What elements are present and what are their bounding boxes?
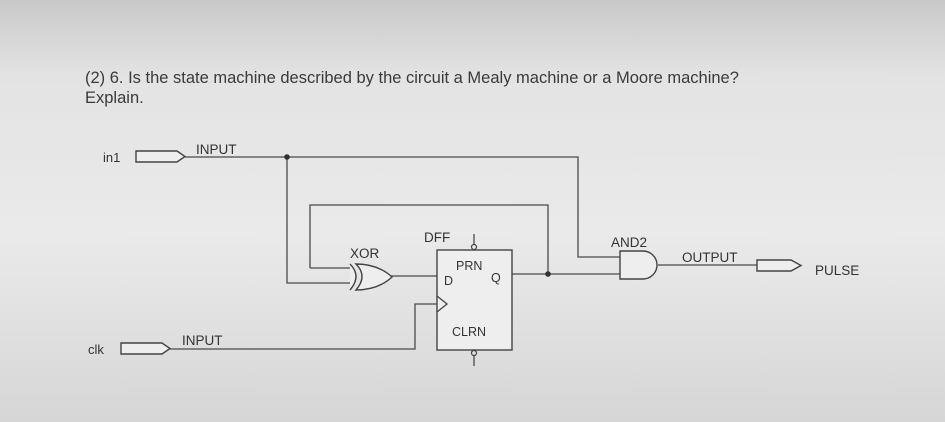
pulse-output-pin <box>756 259 803 272</box>
and-gate <box>619 250 658 280</box>
clrn-pin-bubble <box>470 349 478 357</box>
in1-input-label: INPUT <box>196 142 237 157</box>
dff-label: DFF <box>424 230 450 245</box>
xor-input-arc <box>349 263 357 291</box>
wire-in1-to-and <box>185 156 620 258</box>
clk-pin-label: clk <box>88 342 104 357</box>
xor-label: XOR <box>350 246 380 261</box>
clk-input-pin <box>120 342 172 355</box>
clrn-label: CLRN <box>452 325 486 339</box>
wire-clk-to-dff <box>170 303 437 350</box>
prn-pin-bubble <box>470 243 478 251</box>
question-text: (2) 6. Is the state machine described by… <box>85 68 885 108</box>
clock-input-marker <box>436 295 449 313</box>
junction-in1 <box>284 154 290 160</box>
question-line-1: (2) 6. Is the state machine described by… <box>85 69 739 87</box>
in1-input-pin <box>135 150 187 163</box>
xor-gate <box>354 263 394 291</box>
and-label: AND2 <box>611 235 647 250</box>
in1-pin-label: in1 <box>103 150 120 165</box>
pulse-pin-label: PULSE <box>815 263 859 278</box>
wires <box>170 154 757 350</box>
question-line-2: Explain. <box>85 89 144 107</box>
junction-q <box>545 271 551 277</box>
d-input-label: D <box>444 274 453 288</box>
prn-label: PRN <box>456 259 482 273</box>
wire-feedback-q-to-xor <box>309 204 549 274</box>
q-output-label: Q <box>491 271 501 285</box>
clk-input-label: INPUT <box>182 333 223 348</box>
output-label: OUTPUT <box>682 250 738 265</box>
wire-in1-to-xor <box>286 157 350 284</box>
